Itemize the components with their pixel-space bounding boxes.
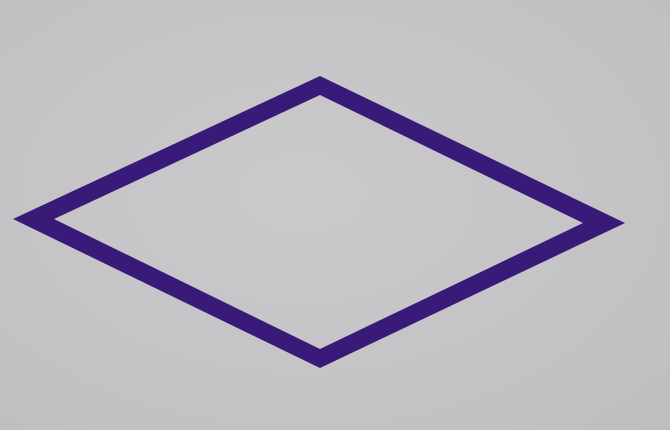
- rhombus-outline: [13, 76, 625, 368]
